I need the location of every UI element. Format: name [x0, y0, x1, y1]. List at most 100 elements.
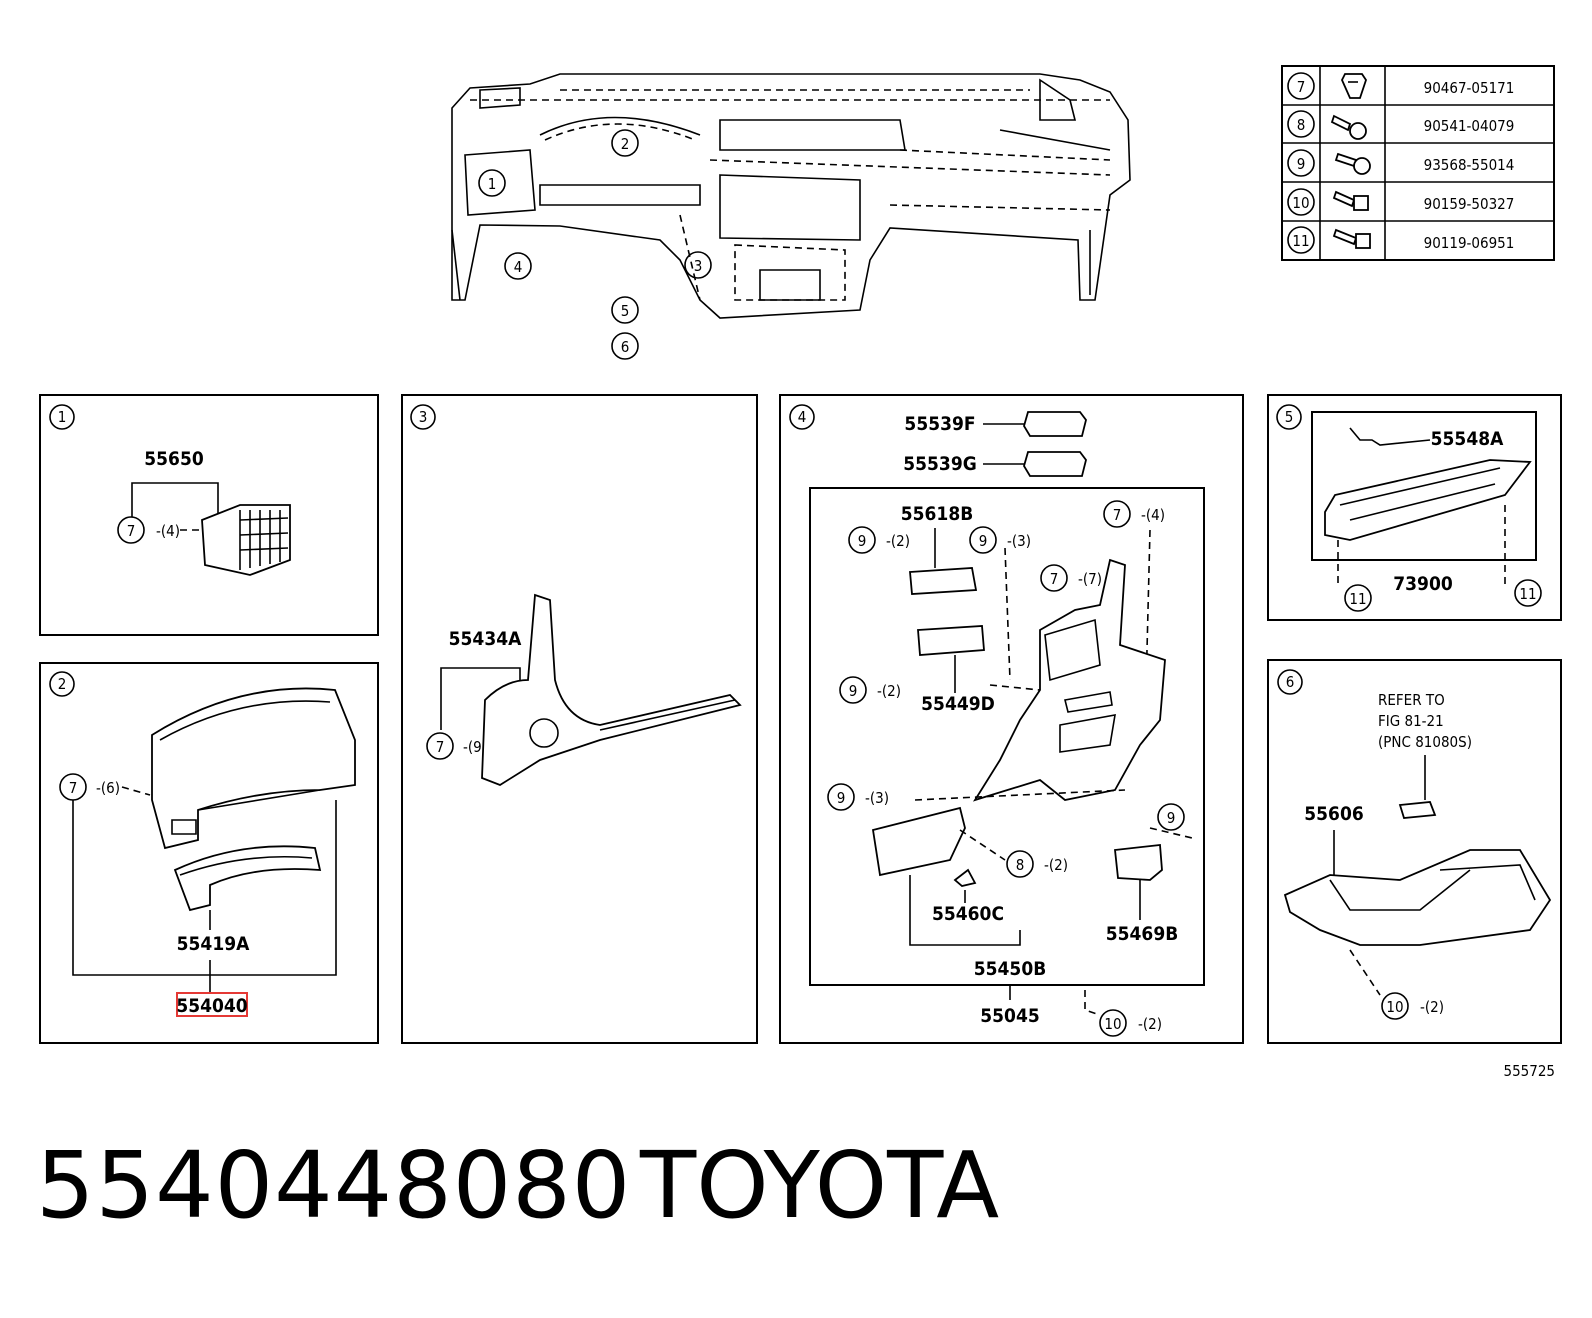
overview-callout-5: 5 [611, 296, 639, 324]
brand-heading: TOYOTA [640, 1132, 1000, 1239]
svg-text:90467-05171: 90467-05171 [1424, 79, 1515, 97]
svg-text:5: 5 [621, 302, 630, 320]
panel-6: 6 REFER TO FIG 81-21 (PNC 81080S) 55606 … [1267, 659, 1562, 1044]
fastener-row: 9 93568-55014 [1287, 149, 1515, 177]
svg-text:55434A: 55434A [449, 628, 522, 650]
svg-text:10: 10 [1386, 998, 1403, 1016]
overview-callout-3: 3 [684, 251, 712, 279]
svg-text:-(6): -(6) [96, 779, 120, 797]
svg-text:1: 1 [58, 408, 67, 426]
svg-text:9: 9 [1167, 809, 1176, 827]
svg-text:-(2): -(2) [877, 682, 901, 700]
svg-text:-(7): -(7) [1078, 570, 1102, 588]
svg-text:10: 10 [1292, 194, 1309, 212]
svg-text:9: 9 [837, 789, 846, 807]
panel-5: 5 55548A 73900 11 11 [1267, 394, 1562, 621]
panel-3: 3 55434A 7 -(9) [401, 394, 758, 1044]
panel-4: 4 55539F 55539G 55618B 9 -(2) 9 -(3) 7 -… [779, 394, 1244, 1044]
svg-text:7: 7 [1050, 570, 1059, 588]
svg-text:7: 7 [127, 522, 136, 540]
svg-text:7: 7 [1297, 78, 1306, 96]
fastener-row: 8 90541-04079 [1287, 110, 1515, 140]
svg-text:3: 3 [694, 257, 703, 275]
svg-text:9: 9 [979, 532, 988, 550]
fastener-table: 7 90467-05171 8 90541-04079 9 93568-5501 [1281, 65, 1555, 261]
svg-text:55618B: 55618B [901, 503, 974, 525]
svg-text:93568-55014: 93568-55014 [1424, 156, 1515, 174]
switch-bezel-part [1023, 411, 1087, 437]
svg-text:55460C: 55460C [932, 903, 1004, 925]
svg-text:73900: 73900 [1393, 573, 1453, 595]
switch-bezel-part [1023, 451, 1087, 477]
panel-2: 2 7 -(6) 55419A 554040 [39, 662, 379, 1044]
svg-text:55606: 55606 [1304, 803, 1363, 825]
svg-text:-(3): -(3) [1007, 532, 1031, 550]
svg-text:90119-06951: 90119-06951 [1424, 234, 1515, 252]
overview-callout-6: 6 [611, 332, 639, 360]
svg-text:-(3): -(3) [865, 789, 889, 807]
lower-panel-part [481, 593, 742, 787]
fastener-row: 7 90467-05171 [1287, 72, 1515, 100]
svg-text:90159-50327: 90159-50327 [1424, 195, 1515, 213]
bolt-icon [1332, 228, 1371, 249]
dashboard-overview [451, 73, 1131, 319]
svg-text:55449D: 55449D [921, 693, 995, 715]
svg-text:8: 8 [1016, 856, 1025, 874]
inner-frame [1311, 411, 1537, 561]
overview-callout-4: 4 [504, 252, 532, 280]
svg-text:3: 3 [419, 408, 428, 426]
svg-text:9: 9 [858, 532, 867, 550]
svg-text:-(4): -(4) [156, 522, 180, 540]
fastener-row: 11 90119-06951 [1287, 226, 1515, 254]
panel-1: 1 55650 7 -(4) [39, 394, 379, 636]
svg-text:2: 2 [58, 675, 67, 693]
clip-part [953, 868, 977, 887]
part-number-heading: 5540448080 [36, 1132, 632, 1239]
overview-callout-2: 2 [611, 129, 639, 157]
svg-text:1: 1 [488, 175, 497, 193]
svg-text:6: 6 [621, 338, 630, 356]
panel-part [917, 625, 985, 656]
svg-text:90541-04079: 90541-04079 [1424, 117, 1515, 135]
svg-text:7: 7 [436, 738, 445, 756]
clip-icon [1341, 73, 1367, 99]
svg-text:FIG 81-21: FIG 81-21 [1378, 712, 1444, 730]
bezel-part [909, 567, 978, 595]
svg-text:4: 4 [514, 258, 523, 276]
svg-text:9: 9 [849, 682, 858, 700]
fastener-row: 10 90159-50327 [1287, 188, 1515, 216]
pin-icon [1330, 114, 1367, 140]
svg-text:-(2): -(2) [1420, 998, 1444, 1016]
svg-text:(PNC 81080S): (PNC 81080S) [1378, 733, 1472, 751]
svg-text:55045: 55045 [980, 1005, 1039, 1027]
cluster-panel-part [173, 845, 322, 912]
highlighted-part-number: 554040 [176, 995, 247, 1017]
svg-text:-(2): -(2) [886, 532, 910, 550]
under-tray-part [1283, 849, 1552, 946]
screw-icon [1334, 152, 1371, 175]
svg-text:11: 11 [1349, 590, 1366, 608]
svg-text:4: 4 [798, 408, 807, 426]
svg-text:55539G: 55539G [903, 453, 977, 475]
overview-callouts: 1 2 3 4 5 6 [478, 129, 712, 360]
highlight-box [176, 992, 248, 1017]
connector-part [1398, 801, 1437, 819]
svg-text:11: 11 [1519, 585, 1536, 603]
lower-instrument-panel-part [972, 558, 1166, 802]
svg-text:-(9): -(9) [463, 738, 487, 756]
air-vent-part [201, 504, 291, 576]
svg-text:REFER TO: REFER TO [1378, 691, 1445, 709]
svg-text:55469B: 55469B [1106, 923, 1179, 945]
svg-text:5: 5 [1285, 408, 1294, 426]
glove-box-part [871, 806, 966, 877]
svg-text:55548A: 55548A [1431, 428, 1504, 450]
svg-text:10: 10 [1104, 1015, 1121, 1033]
overview-callout-1: 1 [478, 169, 506, 197]
svg-text:-(2): -(2) [1044, 856, 1068, 874]
svg-text:55650: 55650 [144, 448, 204, 470]
svg-text:9: 9 [1297, 155, 1306, 173]
bolt-icon [1332, 190, 1369, 211]
svg-text:55419A: 55419A [177, 933, 250, 955]
svg-text:-(2): -(2) [1138, 1015, 1162, 1033]
svg-text:55450B: 55450B [974, 958, 1047, 980]
